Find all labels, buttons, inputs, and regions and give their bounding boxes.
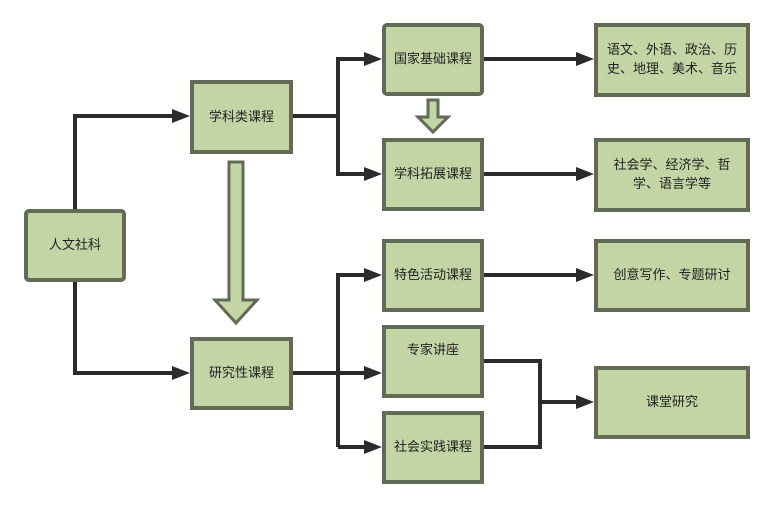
node-expert-lecture: 专家讲座	[382, 325, 484, 398]
node-root: 人文社科	[24, 209, 126, 282]
edge-expert-to-merge	[484, 359, 542, 449]
node-label: 语文、外语、政治、历史、地理、美术、音乐	[606, 43, 737, 77]
node-subject-courses: 学科类课程	[190, 80, 293, 154]
node-label: 社会学、经济学、哲学、语言学等	[613, 158, 731, 192]
arrowhead-social	[364, 440, 382, 454]
arrowhead-subject-extension	[364, 167, 382, 181]
node-label: 创意写作、专题研讨	[613, 268, 731, 283]
node-extension-subjects: 社会学、经济学、哲学、语言学等	[594, 138, 750, 212]
edge-branch-to-subject-extension	[336, 116, 370, 176]
node-label: 人文社科	[48, 238, 101, 253]
edge-branch-to-national-basic	[336, 57, 370, 116]
block-arrow-subject-to-research	[211, 160, 261, 326]
arrowhead-extension-subjects	[576, 167, 594, 181]
arrowhead-research-courses	[172, 366, 190, 380]
arrowhead-basic-subjects	[576, 52, 594, 66]
node-label: 国家基础课程	[394, 52, 473, 67]
node-creative-writing: 创意写作、专题研讨	[594, 239, 750, 312]
node-label: 学科类课程	[208, 109, 274, 125]
node-research-courses: 研究性课程	[190, 337, 293, 410]
node-label: 课堂研究	[645, 395, 698, 410]
node-classroom-research: 课堂研究	[594, 366, 750, 439]
node-featured-activity: 特色活动课程	[382, 239, 484, 312]
node-basic-subjects: 语文、外语、政治、历史、地理、美术、音乐	[594, 23, 750, 97]
arrowhead-classroom	[576, 395, 594, 409]
edge-branch-to-featured	[336, 273, 370, 447]
arrowhead-national-basic	[364, 52, 382, 66]
node-national-basic: 国家基础课程	[382, 23, 484, 96]
node-label: 特色活动课程	[394, 268, 473, 283]
edge-root-to-research-courses	[73, 281, 178, 375]
block-arrow-national-to-extension	[414, 98, 452, 135]
arrowhead-featured	[364, 268, 382, 282]
node-label: 社会实践课程	[394, 440, 473, 455]
node-label: 学科拓展课程	[394, 167, 473, 182]
arrowhead-creative	[576, 268, 594, 282]
arrowhead-subject-courses	[172, 109, 190, 123]
node-subject-extension: 学科拓展课程	[382, 138, 484, 211]
node-label: 专家讲座	[406, 343, 459, 358]
edge-root-to-subject-courses	[73, 114, 178, 209]
arrowhead-expert	[364, 366, 382, 380]
node-social-practice: 社会实践课程	[382, 411, 484, 484]
node-label: 研究性课程	[208, 366, 274, 381]
